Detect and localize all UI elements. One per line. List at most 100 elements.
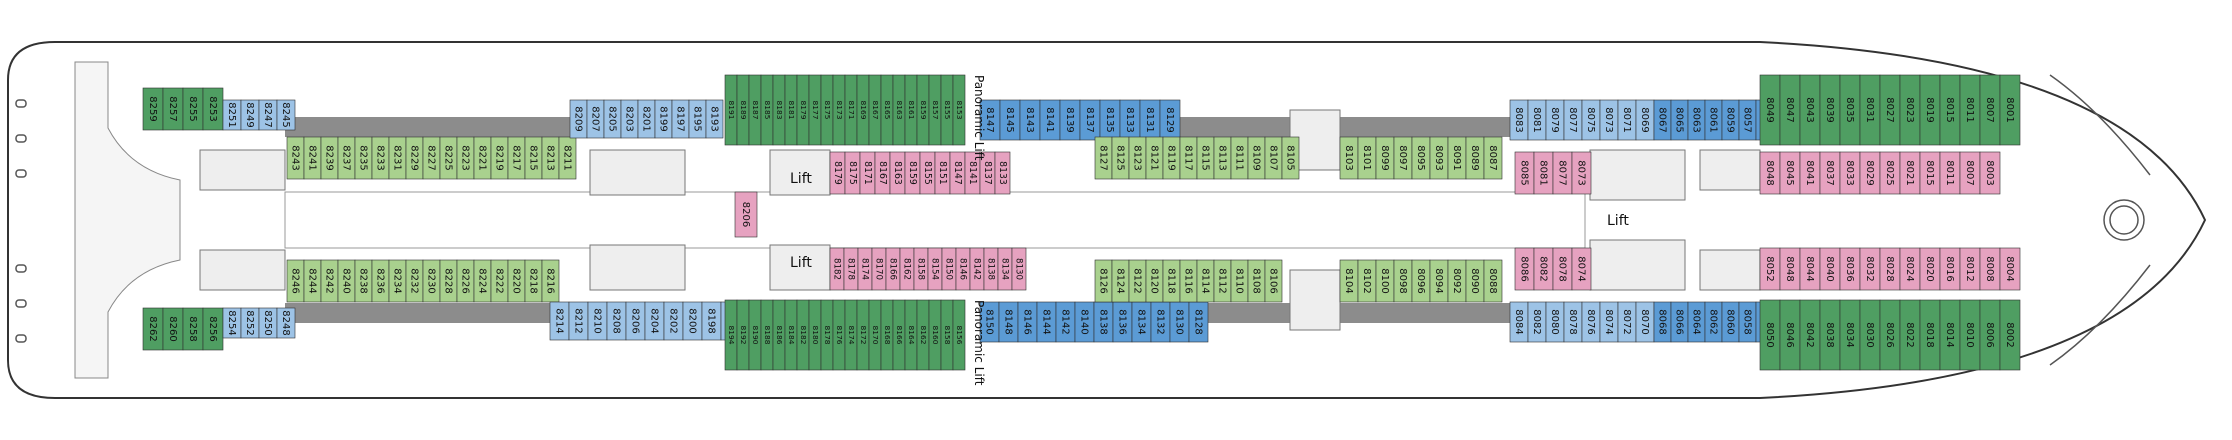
- cabin-8037[interactable]: 8037: [1819, 151, 1841, 195]
- cabin-8143[interactable]: 8143: [1019, 99, 1041, 141]
- cabin-8172[interactable]: 8172: [856, 299, 870, 371]
- cabin-8198[interactable]: 8198: [701, 301, 722, 341]
- cabin-8016[interactable]: 8016: [1939, 247, 1961, 291]
- cabin-8012[interactable]: 8012: [1959, 247, 1981, 291]
- cabin-8003[interactable]: 8003: [1979, 151, 2001, 195]
- cabin-8108[interactable]: 8108: [1247, 259, 1266, 303]
- cabin-8201[interactable]: 8201: [637, 99, 656, 139]
- cabin-8181[interactable]: 8181: [784, 74, 798, 146]
- cabin-8240[interactable]: 8240: [337, 259, 356, 303]
- cabin-8117[interactable]: 8117: [1179, 136, 1198, 180]
- cabin-8195[interactable]: 8195: [688, 99, 707, 139]
- cabin-8242[interactable]: 8242: [320, 259, 339, 303]
- cabin-8068[interactable]: 8068: [1653, 301, 1672, 343]
- cabin-8038[interactable]: 8038: [1819, 299, 1841, 371]
- cabin-8029[interactable]: 8029: [1859, 151, 1881, 195]
- cabin-8024[interactable]: 8024: [1899, 247, 1921, 291]
- cabin-8112[interactable]: 8112: [1213, 259, 1232, 303]
- cabin-8190[interactable]: 8190: [748, 299, 762, 371]
- cabin-8170[interactable]: 8170: [868, 299, 882, 371]
- cabin-8132[interactable]: 8132: [1150, 301, 1171, 343]
- cabin-8104[interactable]: 8104: [1339, 259, 1359, 303]
- cabin-8155[interactable]: 8155: [919, 151, 936, 195]
- cabin-8139[interactable]: 8139: [1059, 99, 1081, 141]
- cabin-8125[interactable]: 8125: [1111, 136, 1130, 180]
- cabin-8011[interactable]: 8011: [1959, 74, 1981, 146]
- cabin-8111[interactable]: 8111: [1230, 136, 1249, 180]
- cabin-8209[interactable]: 8209: [569, 99, 588, 139]
- cabin-8221[interactable]: 8221: [473, 136, 492, 180]
- cabin-8147[interactable]: 8147: [949, 151, 966, 195]
- cabin-8157[interactable]: 8157: [928, 74, 942, 146]
- cabin-8091[interactable]: 8091: [1447, 136, 1467, 180]
- cabin-8184[interactable]: 8184: [784, 299, 798, 371]
- cabin-8069[interactable]: 8069: [1635, 99, 1655, 141]
- cabin-8248[interactable]: 8248: [276, 307, 296, 339]
- cabin-8129[interactable]: 8129: [1159, 99, 1181, 141]
- cabin-8206[interactable]: 8206: [625, 301, 646, 341]
- cabin-8175[interactable]: 8175: [820, 74, 834, 146]
- cabin-8072[interactable]: 8072: [1617, 301, 1637, 343]
- cabin-8065[interactable]: 8065: [1670, 99, 1689, 141]
- cabin-8205[interactable]: 8205: [603, 99, 622, 139]
- cabin-8239[interactable]: 8239: [320, 136, 339, 180]
- cabin-8145[interactable]: 8145: [999, 99, 1021, 141]
- cabin-8200[interactable]: 8200: [682, 301, 703, 341]
- cabin-8252[interactable]: 8252: [240, 307, 260, 339]
- cabin-8023[interactable]: 8023: [1899, 74, 1921, 146]
- cabin-8212[interactable]: 8212: [568, 301, 589, 341]
- cabin-8159[interactable]: 8159: [916, 74, 930, 146]
- cabin-8236[interactable]: 8236: [371, 259, 390, 303]
- cabin-8251[interactable]: 8251: [222, 99, 242, 131]
- cabin-8150[interactable]: 8150: [941, 247, 957, 291]
- cabin-8045[interactable]: 8045: [1779, 151, 1801, 195]
- cabin-8204[interactable]: 8204: [644, 301, 665, 341]
- cabin-8077[interactable]: 8077: [1552, 151, 1573, 195]
- cabin-8057[interactable]: 8057: [1738, 99, 1757, 141]
- cabin-8082[interactable]: 8082: [1533, 247, 1554, 291]
- cabin-8189[interactable]: 8189: [736, 74, 750, 146]
- cabin-8078[interactable]: 8078: [1552, 247, 1573, 291]
- cabin-8199[interactable]: 8199: [654, 99, 673, 139]
- cabin-8194[interactable]: 8194: [724, 299, 738, 371]
- cabin-8148[interactable]: 8148: [998, 301, 1019, 343]
- cabin-8121[interactable]: 8121: [1145, 136, 1164, 180]
- cabin-8238[interactable]: 8238: [354, 259, 373, 303]
- cabin-8167[interactable]: 8167: [868, 74, 882, 146]
- cabin-8010[interactable]: 8010: [1959, 299, 1981, 371]
- cabin-8073[interactable]: 8073: [1599, 99, 1619, 141]
- cabin-8124[interactable]: 8124: [1111, 259, 1130, 303]
- cabin-8002[interactable]: 8002: [1999, 299, 2021, 371]
- cabin-8258[interactable]: 8258: [182, 307, 204, 351]
- cabin-8153[interactable]: 8153: [952, 74, 966, 146]
- cabin-8027[interactable]: 8027: [1879, 74, 1901, 146]
- cabin-8244[interactable]: 8244: [303, 259, 322, 303]
- cabin-8107[interactable]: 8107: [1264, 136, 1283, 180]
- cabin-8219[interactable]: 8219: [490, 136, 509, 180]
- cabin-8235[interactable]: 8235: [354, 136, 373, 180]
- cabin-8061[interactable]: 8061: [1704, 99, 1723, 141]
- cabin-8183[interactable]: 8183: [772, 74, 786, 146]
- cabin-8225[interactable]: 8225: [439, 136, 458, 180]
- cabin-8220[interactable]: 8220: [507, 259, 526, 303]
- cabin-8109[interactable]: 8109: [1247, 136, 1266, 180]
- cabin-8034[interactable]: 8034: [1839, 299, 1861, 371]
- cabin-8081[interactable]: 8081: [1527, 99, 1547, 141]
- cabin-8136[interactable]: 8136: [1112, 301, 1133, 343]
- cabin-8211[interactable]: 8211: [558, 136, 577, 180]
- cabin-8007[interactable]: 8007: [1959, 151, 1981, 195]
- cabin-8100[interactable]: 8100: [1375, 259, 1395, 303]
- cabin-8094[interactable]: 8094: [1429, 259, 1449, 303]
- cabin-8049[interactable]: 8049: [1759, 74, 1781, 146]
- cabin-8130[interactable]: 8130: [1011, 247, 1027, 291]
- cabin-8197[interactable]: 8197: [671, 99, 690, 139]
- cabin-8062[interactable]: 8062: [1704, 301, 1723, 343]
- cabin-8026[interactable]: 8026: [1879, 299, 1901, 371]
- cabin-8135[interactable]: 8135: [1099, 99, 1121, 141]
- cabin-8246[interactable]: 8246: [286, 259, 305, 303]
- cabin-8050[interactable]: 8050: [1759, 299, 1781, 371]
- cabin-8060[interactable]: 8060: [1721, 301, 1740, 343]
- cabin-8208[interactable]: 8208: [606, 301, 627, 341]
- cabin-8178[interactable]: 8178: [820, 299, 834, 371]
- cabin-8088[interactable]: 8088: [1483, 259, 1503, 303]
